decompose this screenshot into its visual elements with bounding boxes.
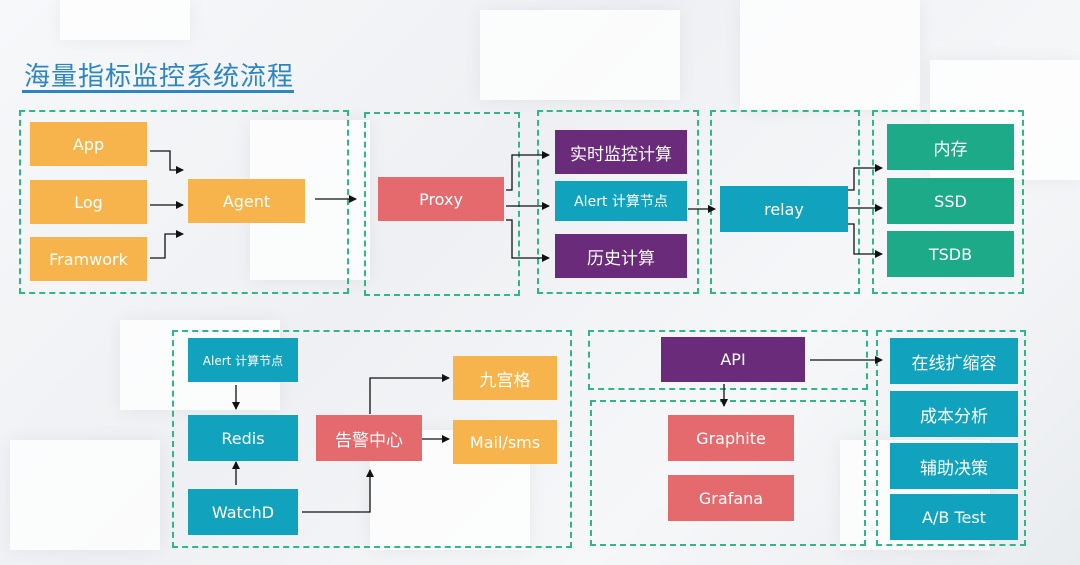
group-proxy — [364, 112, 520, 296]
node-watchd: WatchD — [188, 489, 298, 535]
node-memory: 内存 — [887, 124, 1014, 170]
node-history-compute: 历史计算 — [555, 234, 687, 278]
node-alert-compute: Alert 计算节点 — [555, 181, 687, 221]
node-framwork: Framwork — [30, 237, 147, 281]
node-proxy: Proxy — [378, 177, 504, 221]
node-agent: Agent — [188, 179, 305, 223]
node-ssd: SSD — [887, 178, 1014, 224]
node-cost-analysis: 成本分析 — [890, 391, 1018, 437]
node-tsdb: TSDB — [887, 231, 1014, 277]
group-relay — [710, 110, 860, 294]
node-redis: Redis — [188, 415, 298, 461]
bg-cube — [10, 440, 160, 550]
node-api: API — [661, 337, 805, 382]
group-visualization — [590, 400, 866, 546]
node-alert-compute-2: Alert 计算节点 — [188, 338, 298, 382]
node-app: App — [30, 122, 147, 166]
bg-cube — [480, 10, 680, 100]
node-alarm-center: 告警中心 — [316, 415, 422, 461]
group-storage — [872, 110, 1024, 294]
node-ab-test: A/B Test — [890, 494, 1018, 540]
group-alerting — [172, 330, 572, 548]
group-sources — [19, 110, 349, 294]
node-online-scaling: 在线扩缩容 — [890, 338, 1018, 384]
node-graphite: Graphite — [668, 415, 794, 461]
group-compute — [537, 110, 699, 294]
title-underline — [22, 90, 294, 93]
node-jiugongge: 九宫格 — [453, 356, 557, 400]
node-decision-support: 辅助决策 — [890, 443, 1018, 489]
bg-cube — [60, 0, 190, 40]
node-grafana: Grafana — [668, 475, 794, 521]
group-applications — [876, 330, 1026, 546]
page-title: 海量指标监控系统流程 — [24, 62, 295, 92]
node-log: Log — [30, 180, 147, 224]
node-realtime-compute: 实时监控计算 — [555, 130, 687, 174]
node-relay: relay — [720, 186, 848, 232]
node-mail-sms: Mail/sms — [453, 420, 557, 464]
bg-cube — [740, 0, 920, 110]
